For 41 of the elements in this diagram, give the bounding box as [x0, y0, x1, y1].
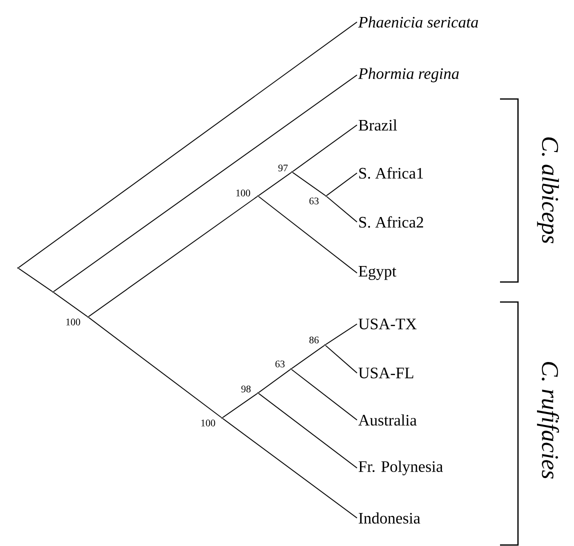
branch-line	[18, 268, 53, 292]
leaf-label: Phormia regina	[358, 68, 459, 82]
branch-line	[292, 172, 326, 196]
leaf-label: USA-TX	[358, 318, 417, 330]
branch-line	[258, 393, 358, 468]
leaf-label: Indonesia	[358, 512, 420, 524]
leaf-label: Fr. Polynesia	[358, 460, 443, 476]
bootstrap-value: 100	[201, 420, 216, 426]
branch-line	[326, 196, 358, 222]
branch-line	[291, 369, 358, 420]
leaf-label: Brazil	[358, 119, 397, 131]
clade-label: C. albiceps	[537, 137, 559, 244]
branch-line	[222, 418, 358, 518]
leaf-label: S. Africa2	[359, 216, 424, 228]
branch-line	[53, 292, 88, 317]
branch-line	[258, 172, 292, 196]
leaf-label: USA-FL	[358, 368, 414, 378]
branch-line	[258, 369, 291, 393]
branch-line	[258, 196, 358, 274]
leaf-label: Australia	[358, 414, 417, 426]
clade-label: C. rufifacies	[537, 362, 559, 479]
branch-line	[18, 22, 358, 268]
branch-line	[88, 196, 258, 317]
branch-line	[222, 393, 258, 418]
branch-line	[325, 345, 358, 374]
bootstrap-value: 100	[236, 190, 250, 196]
branch-line	[88, 317, 222, 418]
bootstrap-value: 63	[275, 360, 285, 368]
branch-line	[292, 124, 358, 172]
branch-line	[325, 324, 358, 345]
bootstrap-value: 98	[241, 386, 251, 392]
leaf-label: Egypt	[358, 266, 396, 280]
bootstrap-value: 97	[278, 164, 288, 172]
branch-line	[291, 345, 325, 369]
branch-line	[53, 74, 358, 292]
bootstrap-value: 63	[309, 198, 319, 204]
leaf-label: Phaenicia sericata	[358, 16, 478, 28]
bootstrap-value: 86	[309, 336, 319, 344]
leaf-label: S. Africa1	[359, 167, 423, 179]
bootstrap-value: 100	[66, 318, 80, 326]
branch-line	[326, 172, 358, 196]
